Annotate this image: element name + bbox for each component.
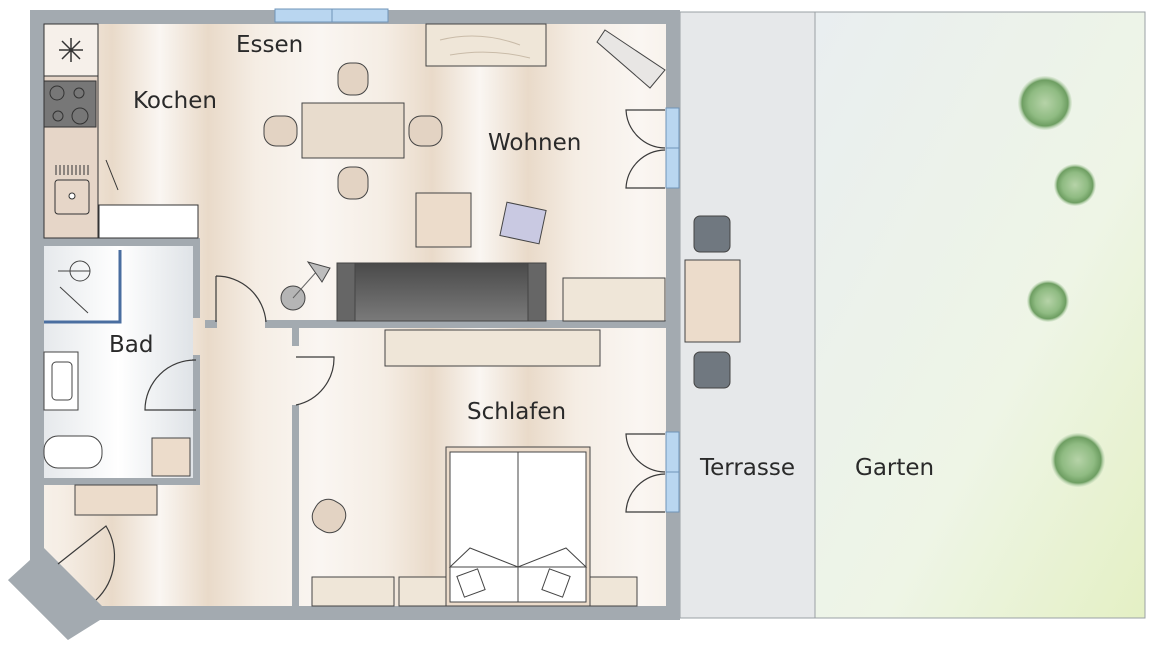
room-labels: Essen Kochen Wohnen Bad Schlafen Terrass… [109,32,934,481]
bedroom-furniture [311,329,638,607]
terrace-door-bedroom[interactable] [625,433,666,513]
room-label-terrasse: Terrasse [699,455,795,481]
bedroom-door[interactable] [295,356,335,406]
chair [337,62,369,96]
garden-area [814,11,1146,619]
tv-unit [596,29,666,89]
pillow [456,568,486,598]
window [665,431,680,473]
kitchen-island [98,204,199,239]
living-furniture [280,23,666,322]
dining-set [263,62,443,200]
terrace-chair [693,215,731,253]
entrance-step [8,580,68,640]
room-label-schlafen: Schlafen [467,399,566,425]
laundry-cabinet [151,437,191,477]
shower [44,250,122,324]
kitchen [43,23,199,239]
window [274,8,333,23]
window [665,107,680,149]
chair [337,166,369,200]
bathroom-door[interactable] [144,359,197,411]
dining-table [301,102,405,159]
pillow [541,568,571,598]
tree-icon [1054,164,1096,206]
floor-lamp-icon [280,261,331,311]
duvet-fold [448,452,588,602]
shower-lines [58,270,90,314]
room-label-essen: Essen [236,32,303,58]
cushion [499,201,547,245]
nightstand [589,576,638,607]
bathroom-fixtures [43,250,191,516]
room-label-kochen: Kochen [133,88,217,114]
drying-rack-icon [55,165,89,175]
chair [311,498,347,534]
tree-icon [1051,433,1105,487]
tree-icon [1027,280,1069,322]
entrance-door[interactable] [57,525,116,601]
chair [408,115,443,147]
fridge [43,23,99,77]
drain-icon [68,192,76,200]
toilet [43,435,103,469]
window [665,471,680,513]
washbasin [43,351,79,411]
sideboard [425,23,547,67]
doors[interactable] [57,109,666,601]
burner-icon [49,85,89,125]
room-label-garten: Garten [855,455,934,481]
basin-bowl [51,361,73,401]
wardrobe [384,329,601,367]
stove [43,80,97,128]
tree-icon [1018,76,1072,130]
trees [1018,76,1105,487]
hall-cabinet [74,484,158,516]
terrace-door-living[interactable] [625,109,666,189]
sofa-armrest [336,262,356,322]
terrace-chair [693,351,731,389]
nightstand [398,576,447,607]
coffee-table [415,192,472,248]
windows [274,8,680,513]
dresser [311,576,395,607]
terrace-table [684,259,741,343]
interior-walls [44,238,666,606]
sofa [336,262,547,322]
sofa-armrest [527,262,547,322]
terrace-furniture [684,215,741,389]
living-door[interactable] [215,275,267,323]
cabinet-door-line [105,159,119,191]
window [331,8,389,23]
room-label-bad: Bad [109,332,153,358]
window [665,147,680,189]
wood-grain [439,35,531,59]
room-label-wohnen: Wohnen [488,130,581,156]
lowboard [562,277,666,322]
chair [263,115,298,147]
snowflake-icon [59,38,83,62]
